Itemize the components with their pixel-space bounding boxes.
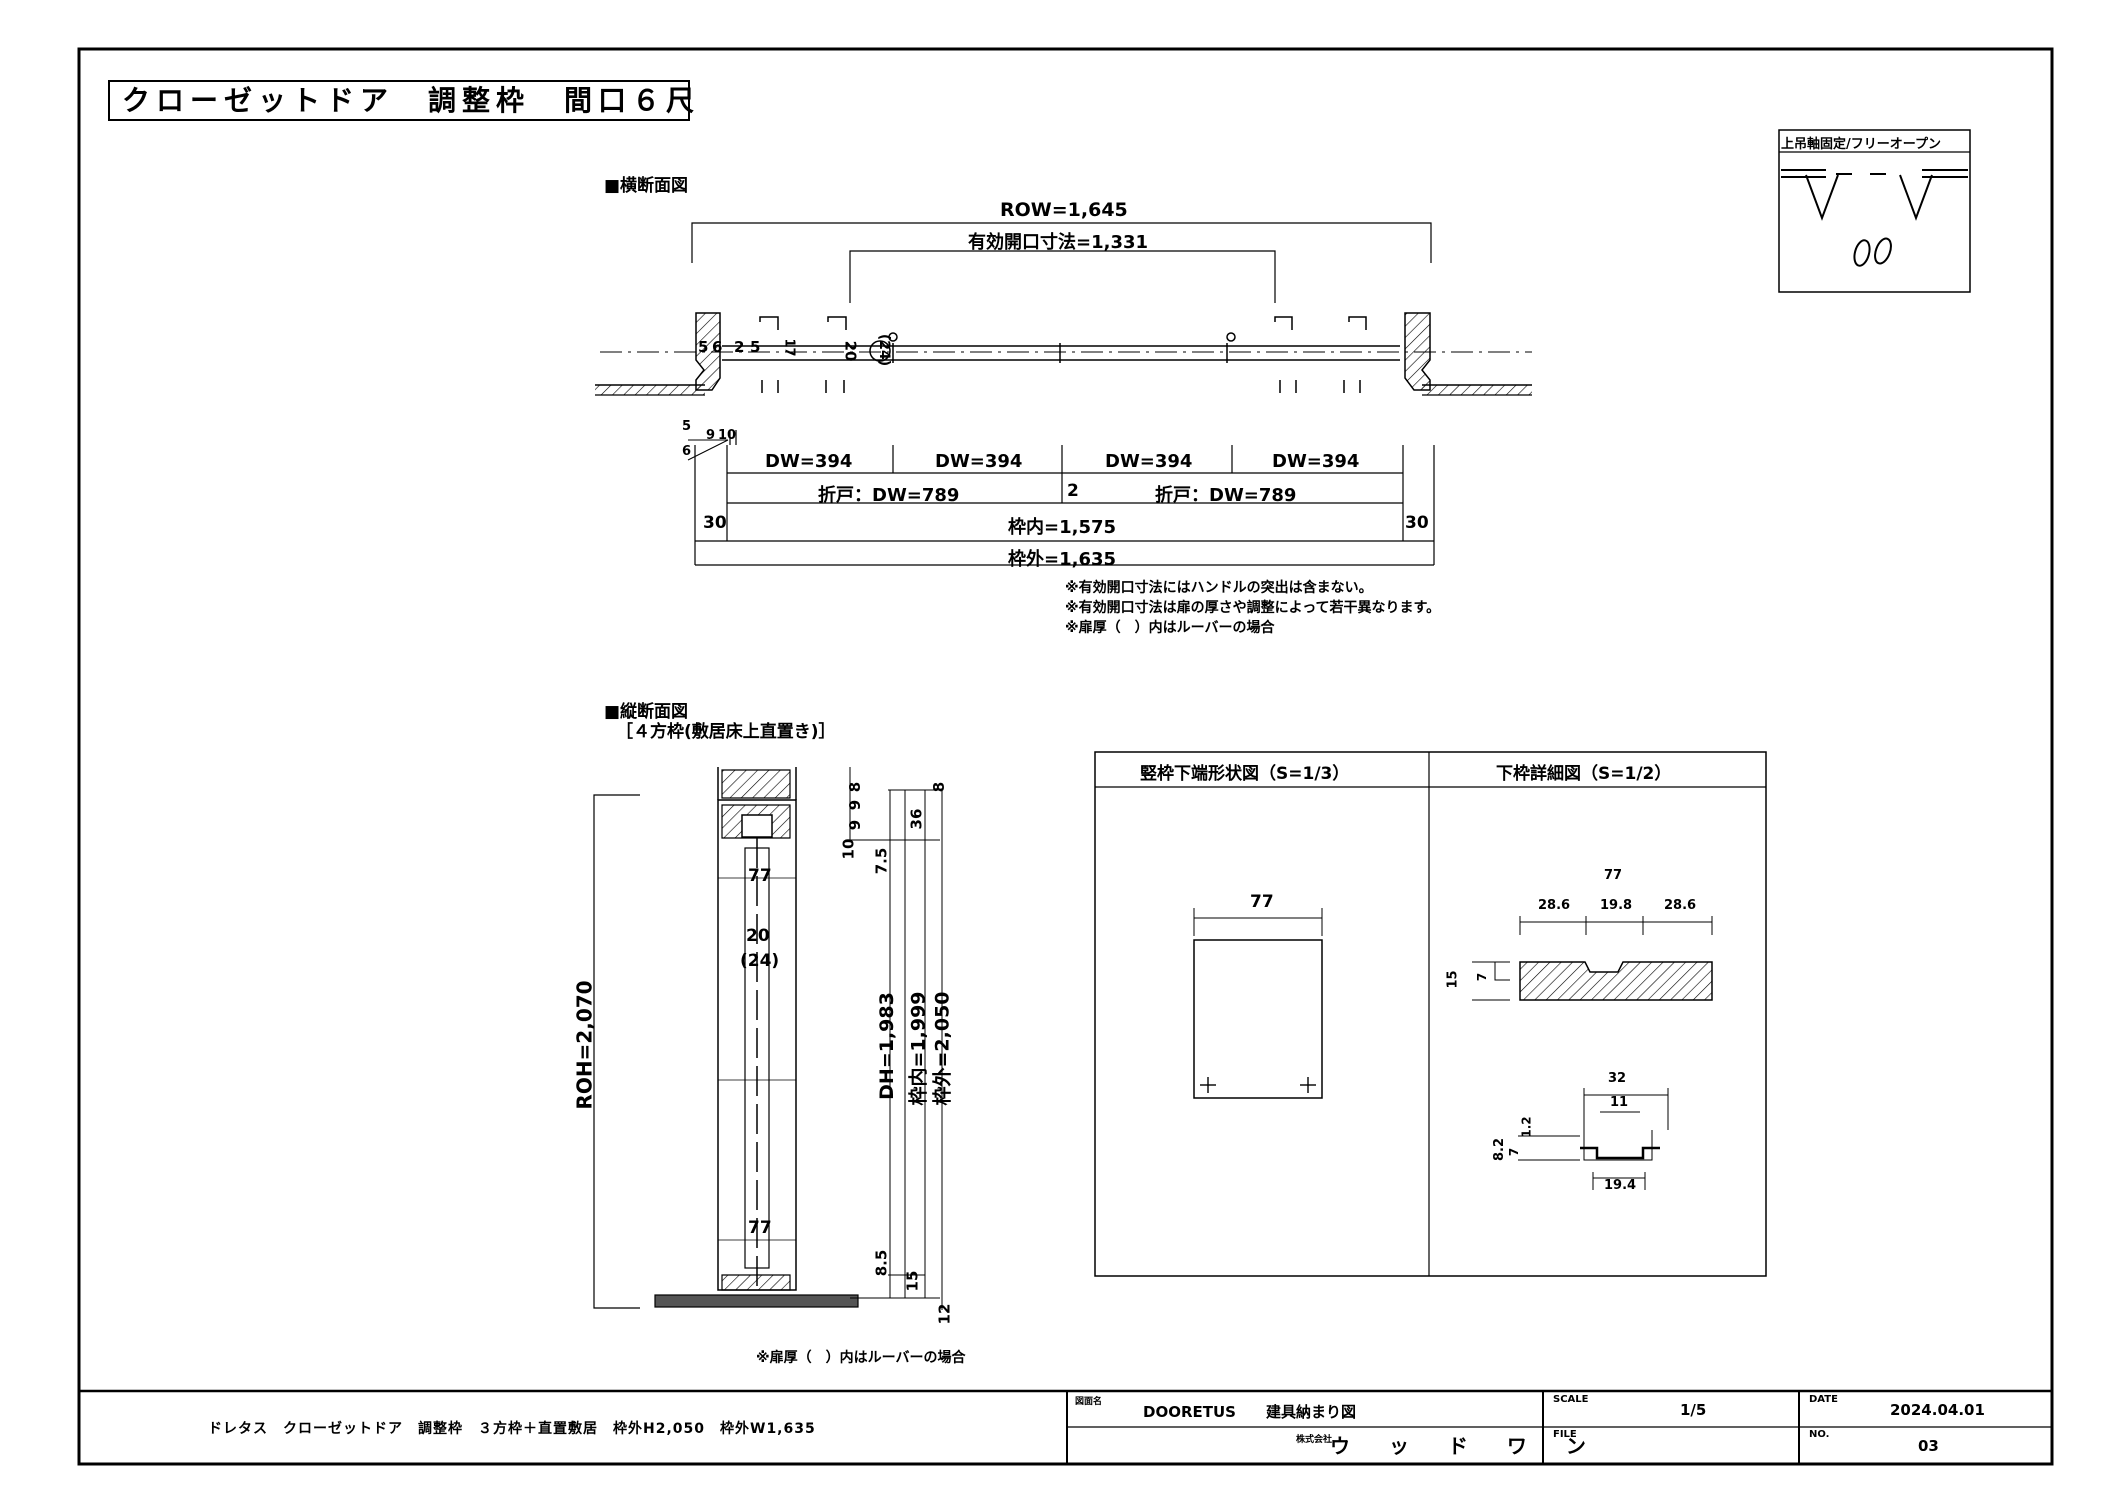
bottom-dim: 8.5 — [872, 1249, 891, 1277]
top-dim: 36 — [907, 808, 926, 830]
rail-inner: 11 — [1610, 1095, 1629, 1110]
drawing-name-label: 図面名 — [1075, 1397, 1103, 1407]
sill-height: 15 — [1445, 970, 1461, 989]
top-dim: 9 — [846, 799, 865, 811]
titleblock-lines — [79, 1389, 2052, 1464]
door-label: (24) — [740, 951, 780, 971]
section-note: ※扉厚（ ）内はルーバーの場合 — [756, 1350, 966, 1366]
top-dim: 10 — [839, 838, 858, 860]
left-dim: 5 — [682, 419, 692, 434]
outer-frame-width: 枠外=1,635 — [1008, 549, 1117, 570]
scale-value: 1/5 — [1680, 1401, 1707, 1419]
door-label: 77 — [748, 866, 772, 886]
left-dim: 6 — [682, 444, 692, 459]
company-name: ウ ッ ド ワ ン — [1330, 1434, 1602, 1458]
outer-frame-height: 枠外=2,050 — [931, 991, 954, 1106]
section-heading: ■縦断面図 — [604, 702, 689, 722]
plan-note: ※有効開口寸法は扉の厚さや調整によって若干異なります。 — [1065, 600, 1441, 616]
detail-left-header: 竪枠下端形状図（S=1/3） — [1140, 764, 1350, 784]
dh-dimension: DH=1,983 — [875, 992, 898, 1100]
door-label: 77 — [748, 1218, 772, 1238]
left-dim: 9 — [706, 428, 716, 443]
plan-note: ※有効開口寸法にはハンドルの突出は含まない。 — [1065, 580, 1373, 596]
sill-groove: 7 — [1475, 972, 1490, 982]
top-dim: 8 — [930, 781, 949, 793]
sill-total: 77 — [1604, 868, 1623, 883]
top-dim: 8 — [846, 781, 865, 793]
plan-small-dim: 5 — [698, 338, 709, 356]
row-dimension: ROW=1,645 — [1000, 199, 1128, 221]
rail-bottom: 19.4 — [1604, 1178, 1637, 1193]
dw-label: DW=394 — [1272, 451, 1360, 472]
dw-label: DW=394 — [765, 451, 853, 472]
door-label: 20 — [746, 926, 770, 946]
plan-small-dim: 5 — [750, 338, 761, 356]
number-label: NO. — [1809, 1429, 1830, 1440]
legend-label: 上吊軸固定/フリーオープン — [1781, 137, 1941, 152]
bottom-dim: 15 — [903, 1270, 922, 1292]
left-dim: 10 — [718, 428, 737, 443]
sill-part: 28.6 — [1664, 898, 1697, 913]
legend-box — [1778, 129, 1971, 293]
rail-width: 32 — [1608, 1071, 1627, 1086]
plan-small-dim: (24) — [876, 333, 893, 367]
top-dim: 9 — [846, 819, 865, 831]
detail-box — [1094, 751, 1767, 1277]
inner-frame-height: 枠内=1,999 — [907, 991, 930, 1106]
section-subheading: ［４方枠(敷居床上直置き)］ — [616, 722, 836, 742]
plan-small-dim: 2 — [734, 338, 745, 356]
plan-section — [595, 222, 1532, 566]
sill-part: 19.8 — [1600, 898, 1633, 913]
plan-heading: ■横断面図 — [604, 176, 689, 196]
drawing-title: クローゼットドア 調整枠 間口６尺 — [108, 80, 694, 121]
drawing-description: ドレタス クローゼットドア 調整枠 ３方枠＋直置敷居 枠外H2,050 枠外W1… — [208, 1421, 816, 1437]
plan-small-dim: 17 — [781, 338, 797, 357]
file-label: FILE — [1553, 1429, 1577, 1440]
detail-right-header: 下枠詳細図（S=1/2） — [1496, 764, 1672, 784]
gap-dim: 2 — [1067, 481, 1079, 501]
vertical-section — [593, 767, 943, 1310]
plan-note: ※扉厚（ ）内はルーバーの場合 — [1065, 620, 1275, 636]
detail-left-width: 77 — [1250, 892, 1274, 912]
sill-part: 28.6 — [1538, 898, 1571, 913]
company-prefix: 株式会社 — [1296, 1435, 1333, 1445]
number-value: 03 — [1918, 1437, 1939, 1455]
date-label: DATE — [1809, 1394, 1838, 1405]
plan-small-dim: 6 — [712, 338, 723, 356]
fold-door-right: 折戸：DW=789 — [1155, 485, 1297, 506]
bottom-dim: 12 — [935, 1303, 954, 1325]
top-dim: 7.5 — [872, 847, 891, 875]
dw-label: DW=394 — [935, 451, 1023, 472]
dw-label: DW=394 — [1105, 451, 1193, 472]
rail-height: 1.2 — [1519, 1116, 1534, 1138]
effective-opening-dimension: 有効開口寸法=1,331 — [968, 232, 1149, 253]
drawing-name: DOORETUS 建具納まり図 — [1143, 1403, 1356, 1421]
rail-height: 7 — [1507, 1147, 1522, 1157]
rail-height: 8.2 — [1492, 1137, 1508, 1162]
scale-label: SCALE — [1553, 1394, 1589, 1405]
side-dim-right: 30 — [1405, 513, 1429, 533]
side-dim-left: 30 — [703, 513, 727, 533]
fold-door-left: 折戸：DW=789 — [818, 485, 960, 506]
inner-frame-width: 枠内=1,575 — [1008, 517, 1117, 538]
date-value: 2024.04.01 — [1890, 1401, 1985, 1419]
roh-dimension: ROH=2,070 — [572, 980, 597, 1110]
plan-small-dim: 20 — [841, 340, 860, 362]
